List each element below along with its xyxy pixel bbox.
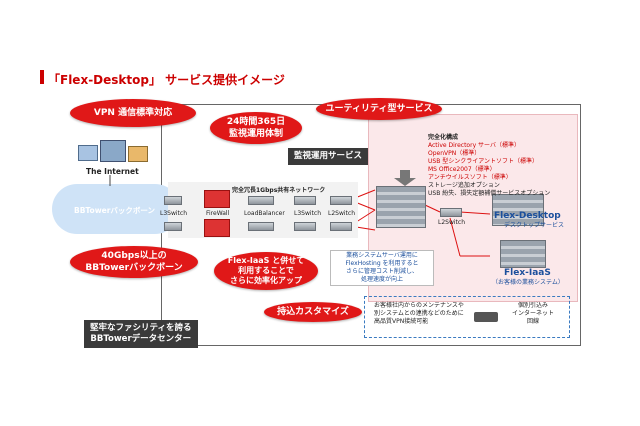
loadbalancer-a [248,196,274,205]
options-list: 完全化構成 Active Directory サーバ（標準） OpenVPN（標… [428,134,574,198]
leased-line3: 回線 [527,318,540,325]
facility-line1: 堅牢なファシリティを誇る [90,323,192,333]
efficiency-line3: さらに効率化アップ [230,276,302,285]
l3switch-a [164,196,182,205]
internet-label: The Internet [86,167,139,176]
l3switch2-label: L3Switch [294,210,321,217]
custom-note-line1: お客様社内からのメンテナンスや [374,302,464,309]
option-item: OpenVPN（標準） [428,150,481,157]
vpn-bubble-text: VPN 通信標準対応 [93,108,173,118]
custom-note: お客様社内からのメンテナンスや 別システムとの連携などのために 高品質VPN接続… [374,302,478,326]
l2switch-a [330,196,352,205]
leased-line-note: 個別引込み インターネット 回線 [512,302,554,326]
custom-note-line2: 別システムとの連携などのために [374,310,464,317]
firewall-a [204,190,230,208]
internet-pc-icon [78,145,98,161]
always-on-bubble: 24時間365日 監視運用体制 [210,112,302,144]
internet-building-icon-2 [128,146,148,162]
l3switch-label: L3Switch [160,210,187,217]
l2switch2-device [440,208,462,217]
l2switch-label: L2Switch [328,210,355,217]
vpn-bubble: VPN 通信標準対応 [70,99,196,127]
option-item: ストレージ追加オプション [428,182,500,189]
backbone-cloud [52,184,180,234]
backbone-40g-line2: BBTowerバックボーン [85,263,183,273]
efficiency-note: 業務システムサーバ運用に FlexHosting を利用すると さらに管理コスト… [330,250,434,286]
leased-line1: 個別引込み [518,302,549,309]
l2switch2-label: L2Switch [438,219,465,226]
facility-label: 堅牢なファシリティを誇る BBTowerデータセンター [84,320,198,348]
always-on-line1: 24時間365日 [226,117,286,127]
network-title: 完全冗長1Gbps共有ネットワーク [232,187,326,194]
option-item: MS Office2007（標準） [428,166,496,173]
option-item: アンチウイルスソフト（標準） [428,174,512,181]
efficiency-bubble: Flex-IaaS と併せて 利用することで さらに効率化アップ [214,252,318,290]
l2switch-b [330,222,352,231]
firewall-b [204,219,230,237]
server-stack-a [376,186,426,228]
l3switch2-a [294,196,316,205]
efficiency-note-line4: 処理速度が向上 [360,276,403,283]
custom-note-line3: 高品質VPN接続可能 [374,318,429,325]
bbtower-backbone-label: BBTowerバックボーン [74,206,156,215]
bring-in-bubble: 持込カスタマイズ [264,302,362,322]
options-header: 完全化構成 [428,134,459,141]
vpn-router-icon [474,312,498,322]
firewall-label: FireWall [206,210,230,217]
custom-note-box [364,296,570,338]
efficiency-note-line2: FlexHosting を利用すると [345,260,419,267]
internet-building-icon [100,140,126,162]
efficiency-note-line1: 業務システムサーバ運用に [346,252,418,259]
flex-iaas-name: Flex-IaaS [504,268,551,278]
bring-in-text: 持込カスタマイズ [277,307,349,317]
option-item: USB 型シンクライアントソフト（標準） [428,158,538,165]
l3switch-b [164,222,182,231]
efficiency-note-line3: さらに管理コスト削減し、 [345,268,418,275]
backbone-40g-bubble: 40Gbps以上の BBTowerバックボーン [70,246,198,278]
l3switch2-b [294,222,316,231]
loadbalancer-b [248,222,274,231]
option-item: Active Directory サーバ（標準） [428,142,520,149]
always-on-line2: 監視運用体制 [228,129,283,139]
utility-bubble-text: ユーティリティ型サービス [325,104,433,114]
iaas-server-stack [500,240,546,268]
page-title: 「Flex-Desktop」 サービス提供イメージ [48,73,285,87]
leased-line2: インターネット [512,310,555,317]
monitoring-service-label: 監視運用サービス [288,148,369,165]
flex-desktop-name: Flex-Desktop [494,211,561,221]
utility-bubble: ユーティリティ型サービス [316,98,442,120]
desktop-server-stack [492,194,544,226]
title-accent-bar [40,70,44,84]
flex-iaas-sub: （お客様の業務システム） [492,279,564,286]
efficiency-line1: Flex-IaaS と併せて [227,256,305,265]
efficiency-line2: 利用することで [238,266,294,275]
option-item: USB 紛失、損失定額補償サービスオプション [428,190,551,197]
flex-desktop-sub: デスクトップサービス [504,222,565,229]
facility-line2: BBTowerデータセンター [90,334,192,344]
backbone-40g-line1: 40Gbps以上の [101,251,167,261]
loadbalancer-label: LoadBalancer [244,210,285,217]
